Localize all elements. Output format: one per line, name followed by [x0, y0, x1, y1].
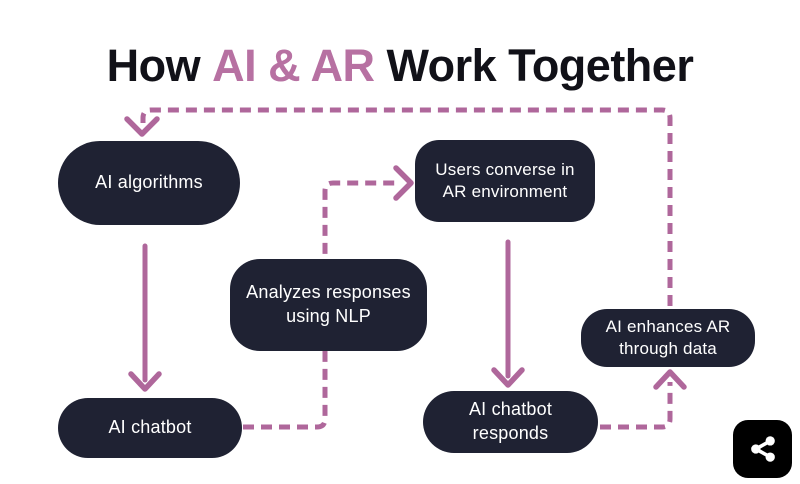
node-ai-chatbot-label: AI chatbot: [108, 417, 192, 438]
arrowhead-right-users-converse: [393, 165, 414, 201]
node-chatbot-responds: AI chatbot responds: [423, 391, 598, 453]
arrowhead-up-ai-enhances: [653, 369, 687, 390]
arrowhead-down-chatbot-responds: [491, 367, 525, 388]
title-highlight: AI & AR: [212, 40, 375, 92]
share-button[interactable]: [733, 420, 792, 478]
share-nodes-icon: [750, 436, 775, 462]
node-ai-chatbot: AI chatbot: [58, 398, 242, 458]
page-title: How AI & AR Work Together: [0, 40, 800, 92]
node-ai-algorithms-label: AI algorithms: [95, 172, 203, 193]
node-analyzes-responses: Analyzes responses using NLP: [230, 259, 427, 351]
arrowhead-down-ai-chatbot: [128, 371, 162, 392]
title-prefix: How: [106, 40, 201, 92]
node-chatbot-responds-label: AI chatbot responds: [468, 399, 553, 443]
edge-ai-enhances-to-ai-algorithms: [140, 107, 673, 306]
node-ai-enhances: AI enhances AR through data: [581, 309, 755, 367]
arrowhead-down-ai-algorithms: [124, 116, 160, 137]
node-users-converse-label: Users converse in AR environment: [435, 159, 575, 201]
node-ai-enhances-label: AI enhances AR through data: [605, 316, 731, 358]
title-suffix: Work Together: [386, 40, 694, 92]
edge-chatbot-responds-to-ai-enhances: [600, 382, 673, 430]
node-ai-algorithms: AI algorithms: [58, 141, 240, 225]
node-analyzes-responses-label: Analyzes responses using NLP: [246, 282, 411, 326]
node-users-converse: Users converse in AR environment: [415, 140, 595, 222]
